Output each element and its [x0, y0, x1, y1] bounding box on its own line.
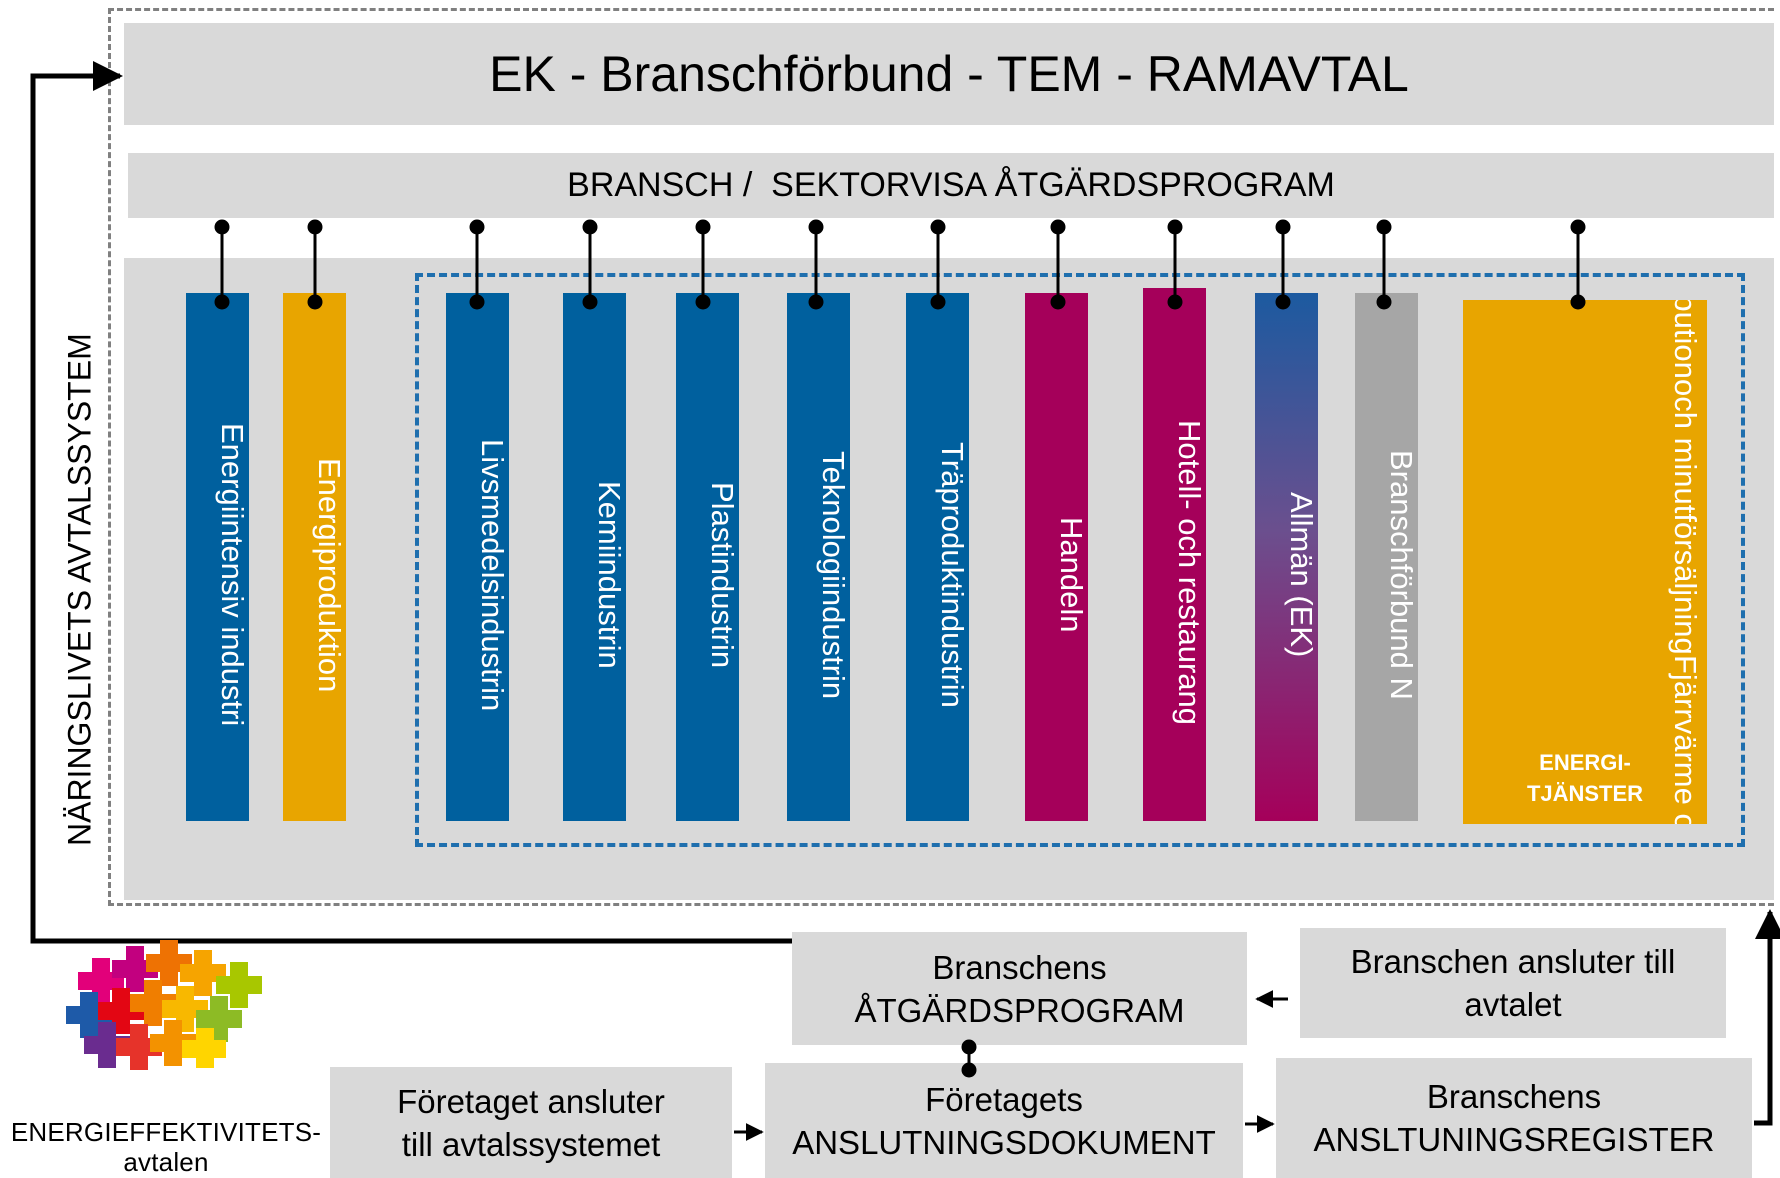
- foretaget-ansluter-box: Företaget ansluter till avtalssystemet: [330, 1067, 732, 1178]
- program-header-bar: BRANSCH / SEKTORVISA ÅTGÄRDSPROGRAM: [128, 153, 1774, 218]
- box-line: Branschen ansluter till: [1350, 943, 1676, 980]
- logo-line1: ENERGIEFFEKTIVITETS-: [10, 1117, 322, 1147]
- logo-line2: avtalen: [123, 1147, 209, 1177]
- column-label: Plastindustrin: [705, 481, 739, 669]
- program-header: BRANSCH / SEKTORVISA ÅTGÄRDSPROGRAM: [567, 166, 1335, 204]
- sector-column-energiproduktion: Energiproduktion: [283, 293, 346, 821]
- box-line: Företaget ansluter: [397, 1082, 665, 1120]
- sector-column-branschforbund-n: Branschförbund N: [1355, 293, 1418, 821]
- connector-teknologi: [808, 219, 824, 310]
- box-line: ANSLTUNINGSREGISTER: [1313, 1121, 1715, 1158]
- sector-column-teknologi: Teknologiindustrin: [787, 293, 850, 821]
- box-line: avtalet: [1464, 986, 1562, 1023]
- energy-services-box: Överföring, distribution och minutförsäl…: [1463, 300, 1707, 824]
- connector-plast: [695, 219, 711, 310]
- box-line: till avtalssystemet: [401, 1125, 661, 1163]
- column-label: Allmän (EK): [1284, 492, 1318, 658]
- anslutningsregister-box: Branschens ANSLTUNINGSREGISTER: [1276, 1058, 1752, 1178]
- connector-program-dokument: [961, 1039, 977, 1078]
- connector-livsmedel: [469, 219, 485, 310]
- connector-branschforbund-n: [1376, 219, 1392, 310]
- feedback-loop-arrow: [30, 61, 792, 944]
- ramavtal-title-bar: EK - Branschförbund - TEM - RAMAVTAL: [124, 23, 1774, 125]
- sector-column-plast: Plastindustrin: [676, 293, 739, 821]
- column-label: Energiproduktion: [312, 457, 346, 693]
- sector-column-hotell: Hotell- och restaurang: [1143, 288, 1206, 821]
- connector-energiproduktion: [307, 219, 323, 310]
- column-label: Energiintensiv industri: [215, 423, 249, 727]
- connector-allman: [1275, 219, 1291, 310]
- connector-energiintensiv: [214, 219, 230, 310]
- logo-text: ENERGIEFFEKTIVITETS- avtalen: [8, 1117, 324, 1177]
- energy-efficiency-logo-icon: [66, 940, 262, 1070]
- sector-column-energiintensiv: Energiintensiv industri: [186, 293, 249, 821]
- badge-line: TJÄNSTER: [1526, 781, 1644, 806]
- connector-traprodukt: [930, 219, 946, 310]
- column-label: Teknologiindustrin: [816, 450, 850, 700]
- connector-hotell: [1167, 219, 1183, 310]
- sector-column-livsmedel: Livsmedelsindustrin: [446, 293, 509, 821]
- energy-agreement-group: [415, 273, 1745, 847]
- sector-column-allman: Allmän (EK): [1255, 293, 1318, 821]
- energy-services-line: och minutförsäljning: [1668, 379, 1703, 656]
- box-line: Företagets: [925, 1080, 1083, 1118]
- energy-services-line: Fjärrvärme och fjärrkyla: [1668, 655, 1703, 824]
- anslutningsdokument-box: Företagets ANSLUTNINGSDOKUMENT: [765, 1063, 1243, 1178]
- sector-column-kemi: Kemiindustrin: [563, 293, 626, 821]
- energy-services-badge: ENERGI- TJÄNSTER: [1463, 747, 1707, 809]
- connector-handeln: [1050, 219, 1066, 310]
- connector-energitjanster: [1570, 219, 1586, 310]
- column-label: Handeln: [1054, 517, 1088, 633]
- column-label: Hotell- och restaurang: [1172, 420, 1206, 725]
- connector-kemi: [582, 219, 598, 310]
- column-label: Livsmedelsindustrin: [475, 438, 509, 712]
- sector-column-traprodukt: Träproduktindustrin: [906, 293, 969, 821]
- column-label: Branschförbund N: [1384, 450, 1418, 700]
- atgardsprogram-box: Branschens ÅTGÄRDSPROGRAM: [792, 932, 1247, 1045]
- column-label: Kemiindustrin: [592, 481, 626, 669]
- outer-frame: [108, 8, 1774, 906]
- branschen-ansluter-box: Branschen ansluter till avtalet: [1300, 928, 1726, 1038]
- badge-line: ENERGI-: [1539, 750, 1631, 775]
- box-line: ÅTGÄRDSPROGRAM: [854, 991, 1185, 1029]
- energy-services-line: Överföring, distribution: [1663, 300, 1707, 379]
- sector-column-handeln: Handeln: [1025, 293, 1088, 821]
- register-up-arrow: [1754, 909, 1780, 1126]
- box-line: ANSLUTNINGSDOKUMENT: [792, 1123, 1216, 1161]
- page-title: EK - Branschförbund - TEM - RAMAVTAL: [489, 46, 1409, 102]
- box-line: Branschens: [932, 948, 1107, 986]
- box-line: Branschens: [1426, 1078, 1602, 1115]
- column-label: Träproduktindustrin: [935, 442, 969, 708]
